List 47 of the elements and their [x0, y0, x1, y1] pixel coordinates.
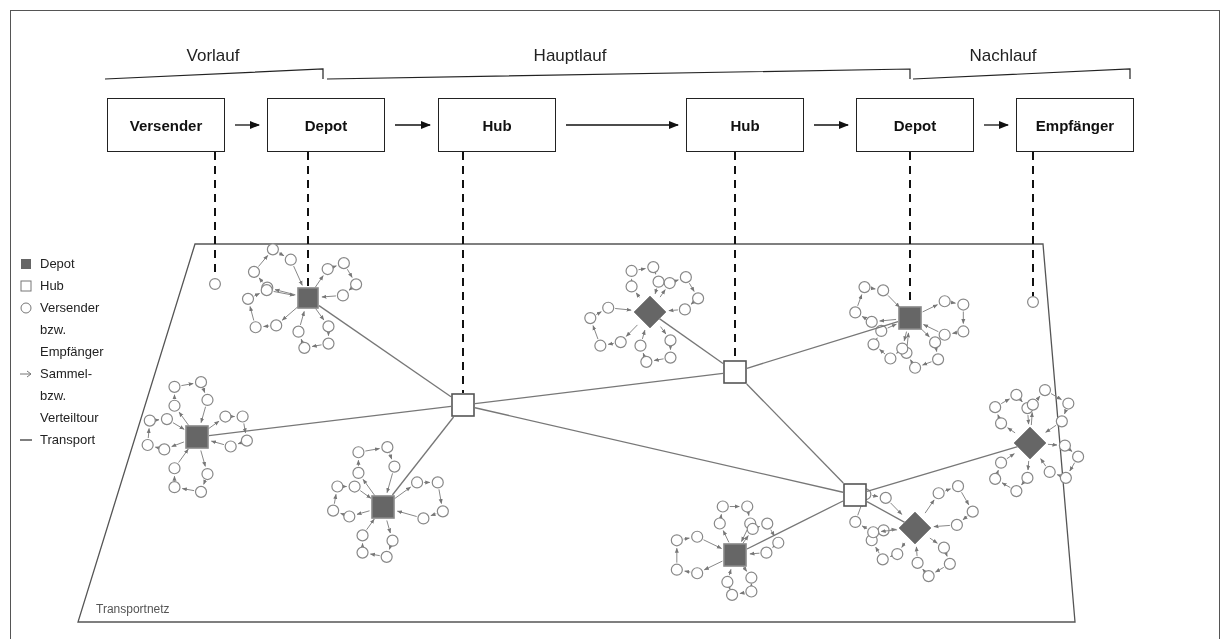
- transport-line: [391, 416, 455, 496]
- leader-line: [307, 151, 309, 288]
- arrow: [394, 120, 432, 130]
- transport-line: [746, 383, 844, 484]
- legend-label: Sammel- bzw. Verteiltour: [40, 365, 100, 427]
- arrow: [234, 120, 261, 130]
- hub-square: [723, 360, 747, 384]
- legend-label: Hub: [40, 277, 65, 295]
- depot-diamond: [1014, 427, 1046, 459]
- transport-line: [474, 372, 724, 405]
- phase-label: Vorlauf: [186, 46, 240, 66]
- depot-square: [898, 306, 922, 330]
- depot-square: [297, 287, 319, 309]
- leader-line: [462, 151, 464, 394]
- leader-line: [1032, 151, 1034, 297]
- hub-square: [843, 483, 867, 507]
- transport-line: [658, 317, 724, 365]
- legend-label: Versender bzw. Empfänger: [40, 299, 105, 361]
- transport-line: [746, 500, 844, 550]
- depot-diamond: [899, 512, 931, 544]
- transport-line: [866, 500, 906, 523]
- depot-square: [371, 495, 395, 519]
- transport-line: [474, 407, 844, 493]
- process-box: Hub: [438, 98, 556, 152]
- process-box: Empfänger: [1016, 98, 1134, 152]
- phase-label: Nachlauf: [969, 46, 1037, 66]
- arrow: [565, 120, 680, 130]
- process-box: Versender: [107, 98, 225, 152]
- process-box: Hub: [686, 98, 804, 152]
- transport-line: [318, 304, 452, 398]
- legend-label: Transport: [40, 431, 97, 449]
- transport-line: [208, 405, 452, 437]
- phase-label: Hauptlauf: [533, 46, 607, 66]
- process-box: Depot: [267, 98, 385, 152]
- arrow: [813, 120, 850, 130]
- legend-label: Depot: [40, 255, 76, 273]
- transport-line: [866, 446, 1019, 493]
- customer-circle: [1027, 296, 1039, 308]
- hub-square: [451, 393, 475, 417]
- customer-circle: [209, 278, 221, 290]
- transport-line: [746, 321, 899, 369]
- depot-diamond: [634, 296, 666, 328]
- network-label: Transportnetz: [96, 602, 170, 616]
- depot-square: [185, 425, 209, 449]
- arrow: [983, 120, 1010, 130]
- depot-square: [723, 543, 747, 567]
- process-box: Depot: [856, 98, 974, 152]
